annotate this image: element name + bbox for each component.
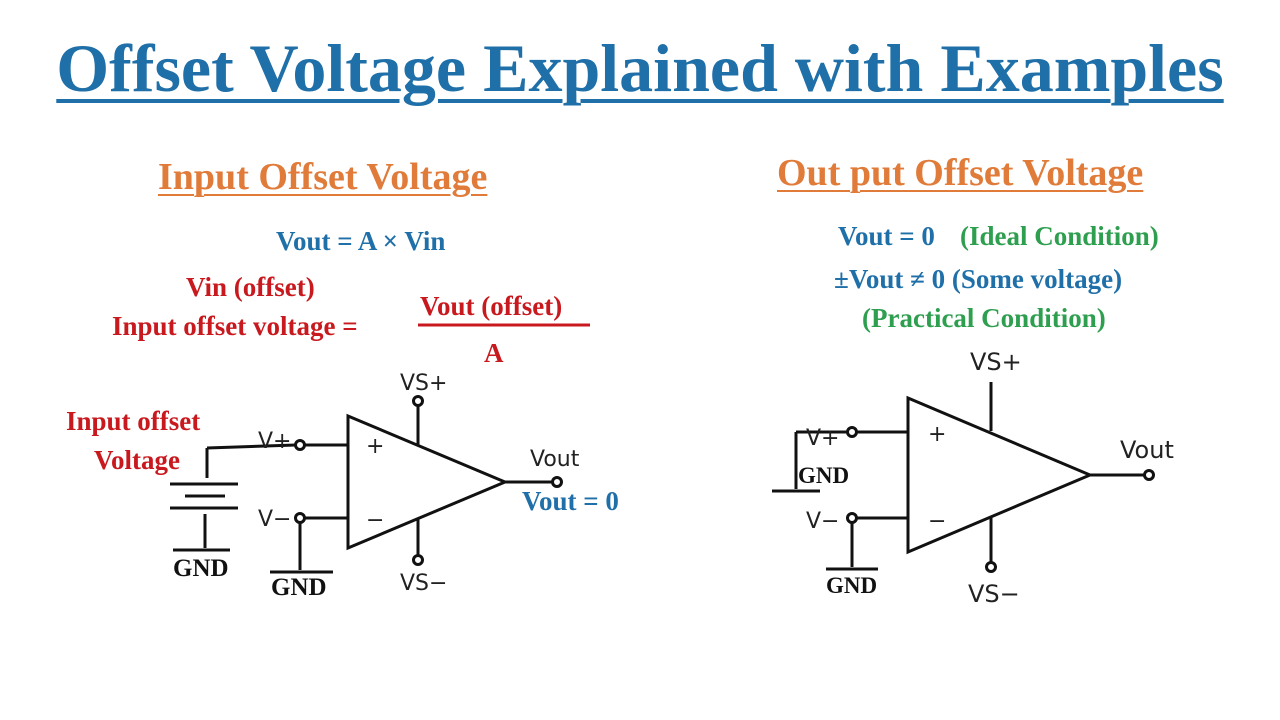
right-opamp <box>772 382 1155 573</box>
left-minus-sign: − <box>366 508 384 533</box>
input-offset-label-line2: Voltage <box>94 445 180 475</box>
output-offset-heading: Out put Offset Voltage <box>777 152 1144 194</box>
fraction-denominator: A <box>484 338 504 368</box>
right-vs-plus-label: VS+ <box>970 348 1022 376</box>
left-opamp <box>170 395 563 574</box>
vout-result: Vout = 0 <box>522 486 619 516</box>
input-offset-voltage-lhs: Input offset voltage = <box>112 311 358 341</box>
gnd-battery-label: GND <box>173 555 229 582</box>
right-plus-sign: + <box>928 422 946 447</box>
right-vout-label: Vout <box>1120 436 1174 464</box>
left-v-plus-label: V+ <box>258 429 291 454</box>
input-offset-label-line1: Input offset <box>66 406 201 436</box>
right-minus-sign: − <box>928 509 946 534</box>
left-plus-sign: + <box>366 434 384 459</box>
practical-note: (Practical Condition) <box>862 303 1106 333</box>
ideal-equation: Vout = 0 <box>838 221 935 251</box>
right-vs-minus-label: VS− <box>968 580 1020 608</box>
vin-offset-label: Vin (offset) <box>186 272 315 302</box>
left-vout-label: Vout <box>530 447 580 472</box>
vout-gain-equation: Vout = A × Vin <box>276 226 446 256</box>
ideal-note: (Ideal Condition) <box>960 221 1159 251</box>
gnd-minus-label: GND <box>271 574 327 601</box>
right-v-minus-label: V− <box>806 509 839 534</box>
gnd-plus-label-right: GND <box>798 463 850 488</box>
page-title: Offset Voltage Explained with Examples <box>56 30 1224 106</box>
left-opamp-triangle <box>346 413 509 551</box>
input-offset-heading: Input Offset Voltage <box>158 156 488 198</box>
left-vs-plus-label: VS+ <box>400 371 447 396</box>
practical-equation: ±Vout ≠ 0 (Some voltage) <box>834 264 1123 294</box>
left-vs-minus-label: VS− <box>400 571 447 596</box>
fraction-numerator: Vout (offset) <box>420 291 563 321</box>
left-v-minus-label: V− <box>258 507 291 532</box>
right-v-plus-label: V+ <box>806 426 839 451</box>
gnd-minus-label-right: GND <box>826 573 878 598</box>
right-opamp-triangle <box>906 395 1094 555</box>
